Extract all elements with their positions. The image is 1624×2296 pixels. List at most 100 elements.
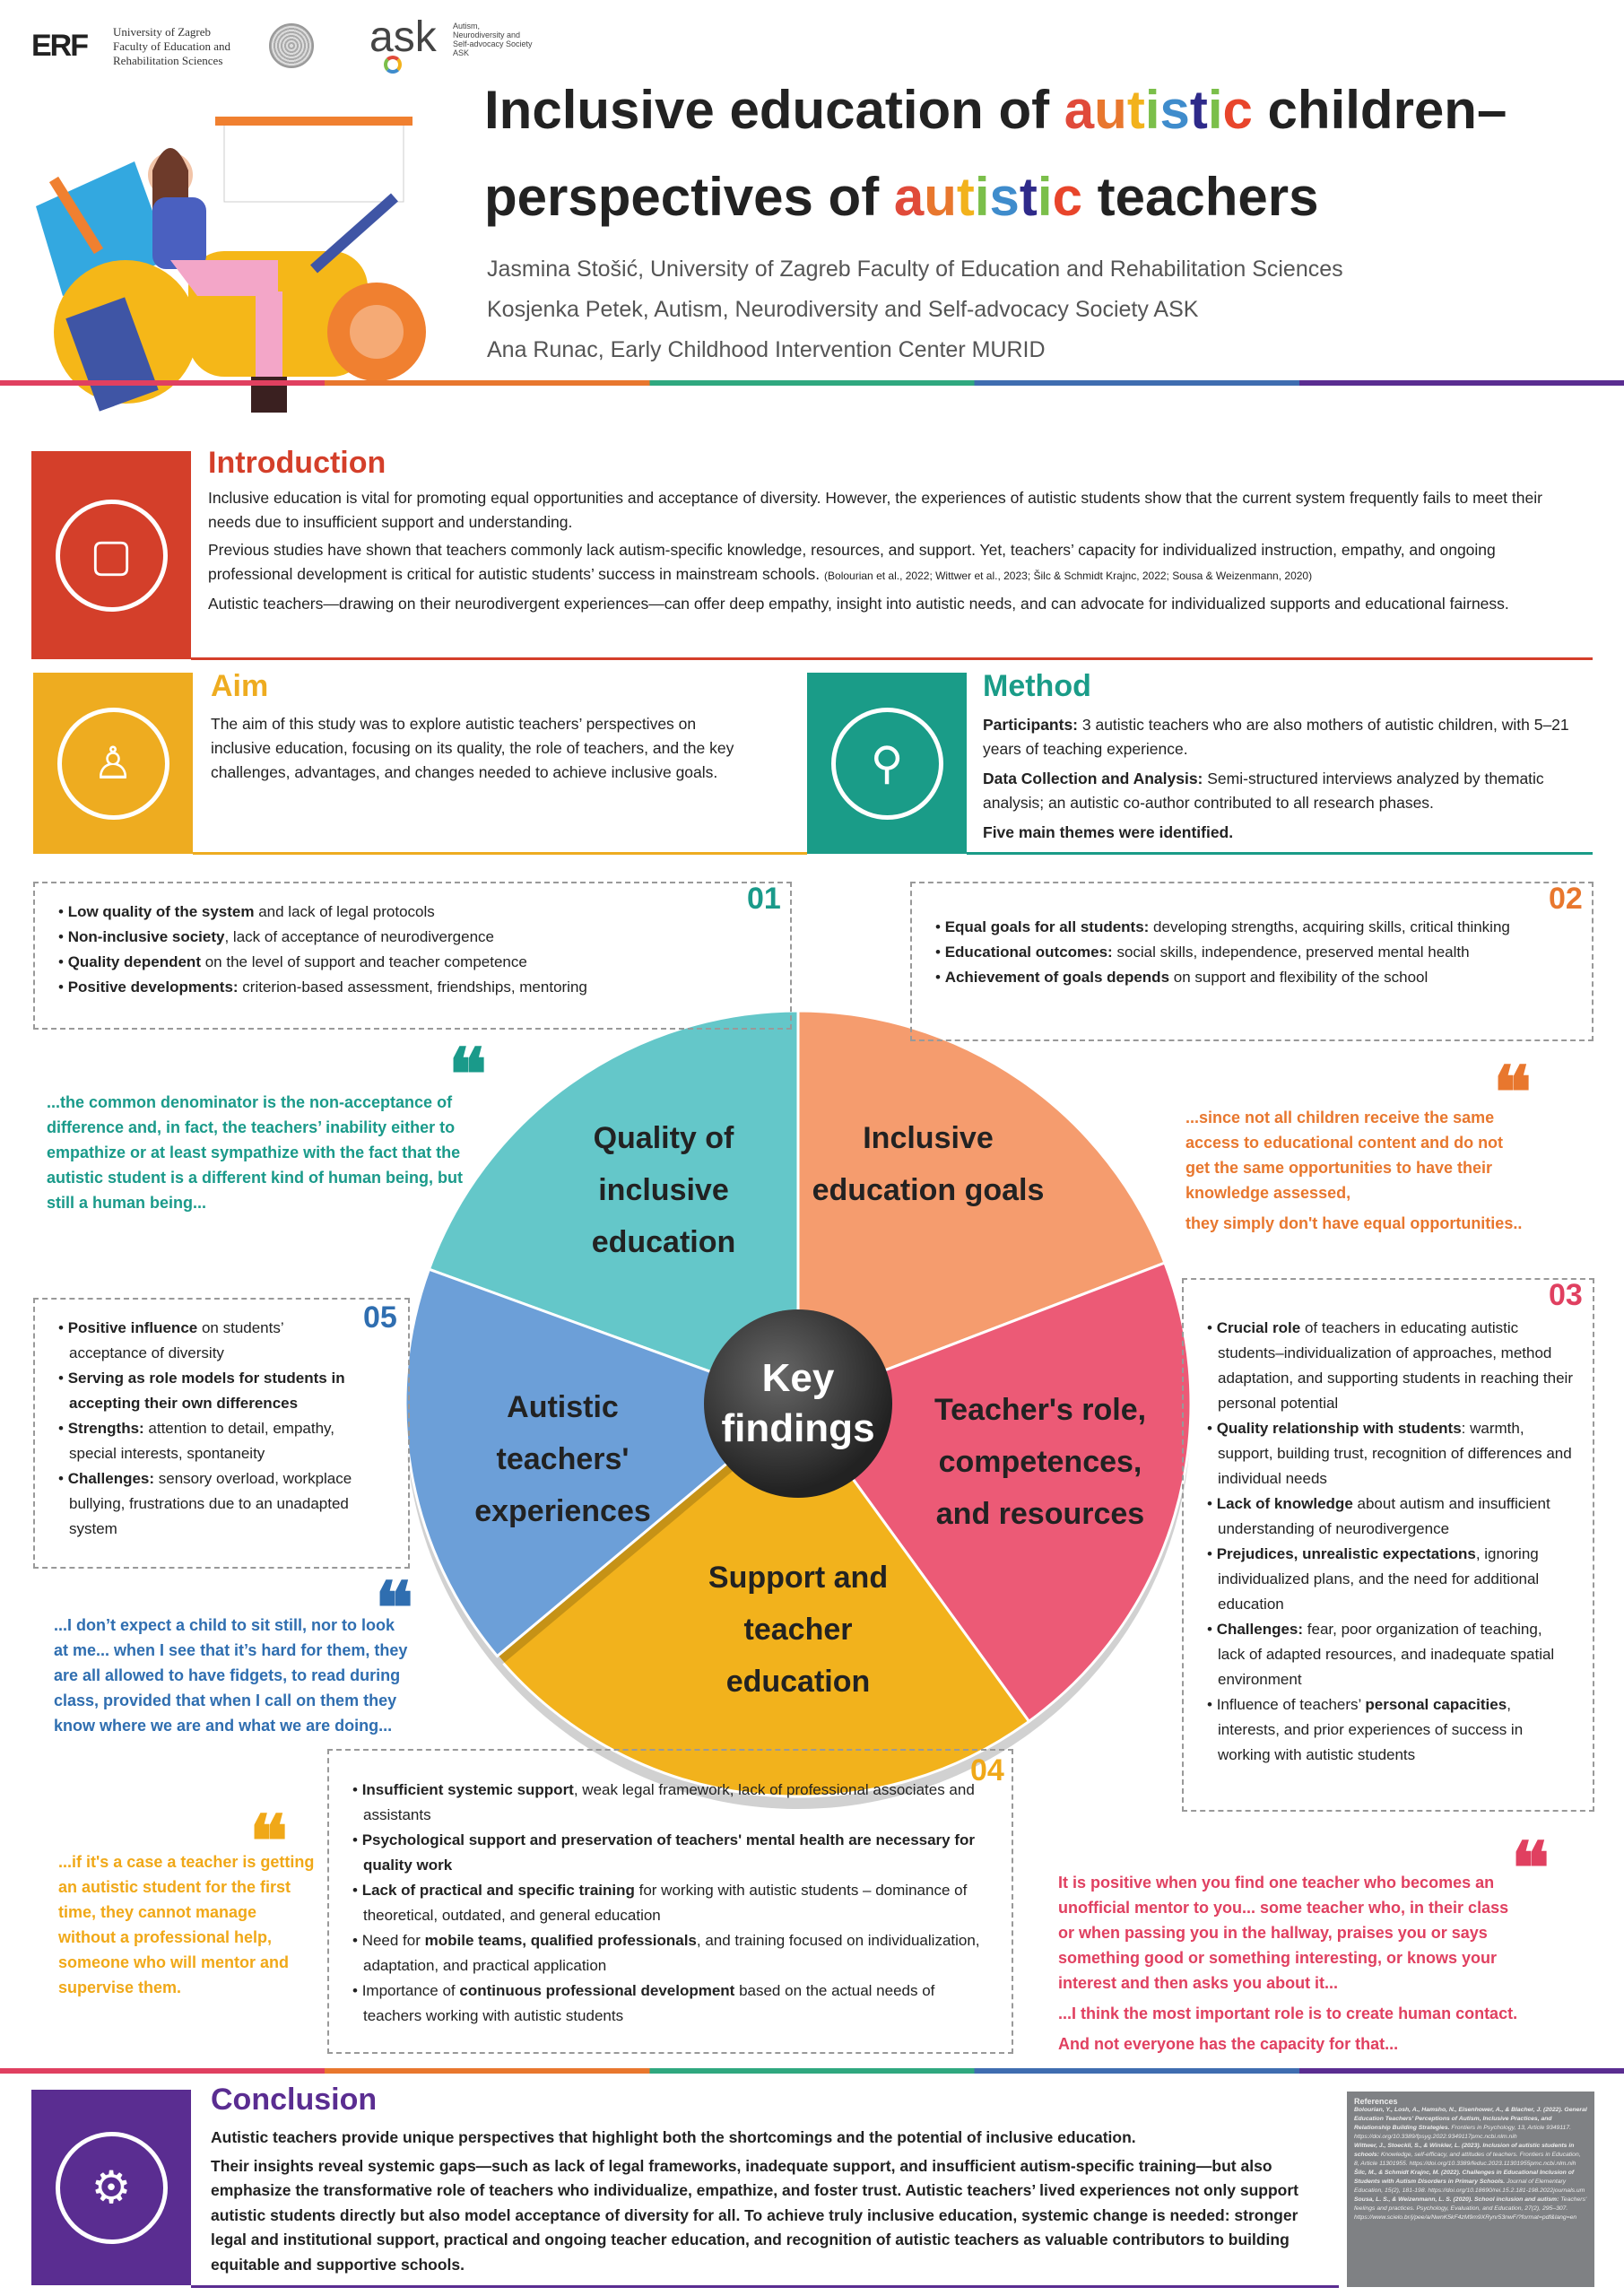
theme-item-text: Importance of — [361, 1982, 460, 1999]
slice-quality — [427, 1009, 800, 1406]
theme-item: Lack of practical and specific training … — [349, 1878, 992, 1928]
theme-item: Influence of teachers’ personal capaciti… — [1203, 1692, 1573, 1768]
slice-label-teachers-role: Teacher's role, competences, and resourc… — [934, 1393, 1147, 1531]
conclusion-text: Autistic teachers provide unique perspec… — [211, 2128, 1298, 2274]
authors: Jasmina Stošić, University of Zagreb Fac… — [487, 257, 1343, 362]
theme-item-text: criterion-based assessment, friendships,… — [238, 978, 587, 996]
theme-item: Strengths: attention to detail, empathy,… — [55, 1416, 354, 1466]
theme-box-02: Equal goals for all students: developing… — [910, 882, 1594, 1041]
theme-item-text: Strengths: — [67, 1420, 144, 1437]
quote-mark-icon: ❝ — [375, 1570, 414, 1649]
slice-label-support: Support and teacher education — [708, 1561, 889, 1699]
theme-item-text: Crucial role — [1216, 1319, 1301, 1336]
reference-item: Šilc, M., & Schmidt Krajnc, M. (2022). C… — [1354, 2169, 1587, 2196]
highlight-autistic: autistic — [1064, 80, 1253, 140]
theme-box-04: Insufficient systemic support, weak lega… — [327, 1749, 1013, 2054]
rainbow-letter: u — [924, 167, 957, 227]
rainbow-letter: i — [1144, 80, 1160, 140]
quote-mark-icon: ❝ — [448, 1037, 488, 1116]
rainbow-letter: c — [1222, 80, 1253, 140]
theme-item-text: on the level of support and teacher comp… — [200, 953, 527, 970]
quote-03: It is positive when you find one teacher… — [1058, 1874, 1518, 2053]
rainbow-letter: a — [1064, 80, 1095, 140]
slice-label-goals: Inclusive education goals — [812, 1121, 1045, 1207]
person-target-icon: ♙ — [56, 707, 169, 820]
aim-title: Aim — [211, 669, 269, 703]
introduction-icon-panel: ▢ — [31, 451, 191, 659]
theme-item-text: Low quality of the system — [67, 903, 255, 920]
theme-item: Lack of knowledge about autism and insuf… — [1203, 1492, 1573, 1542]
reference-title: Šilc, M., & Schmidt Krajnc, M. (2022). C… — [1354, 2170, 1575, 2185]
theme-item: Positive developments: criterion-based a… — [55, 975, 770, 1000]
theme-item-text: Lack of practical and specific training — [361, 1882, 635, 1899]
reference-details: Frontiers in Psychology, 13, Article 934… — [1354, 2125, 1572, 2140]
theme-item-text: based on the actual needs of teachers wo… — [363, 1982, 935, 2024]
reference-title: Bolourian, Y., Losh, A., Hamsho, N., Eis… — [1354, 2107, 1587, 2131]
reference-details: Journal of Elementary Education, 15(2), … — [1354, 2179, 1585, 2194]
theme-item-text: Positive developments: — [67, 978, 239, 996]
theme-item-text: Insufficient systemic support — [361, 1781, 574, 1798]
divider — [193, 852, 807, 855]
theme-item-text: Challenges: — [1216, 1621, 1304, 1638]
theme-item-text: for working with autistic students – dom… — [363, 1882, 968, 1924]
theme-item-text: Equal goals for all students: — [944, 918, 1150, 935]
slice-label-experiences: Autistic teachers' experiences — [474, 1390, 651, 1528]
teacher-illustration — [36, 117, 426, 413]
theme-item-text: and lack of legal protocols — [254, 903, 435, 920]
theme-item: Serving as role models for students in a… — [55, 1366, 354, 1416]
theme-item: Importance of continuous professional de… — [349, 1979, 992, 2029]
reference-item: Bolourian, Y., Losh, A., Hamsho, N., Eis… — [1354, 2106, 1587, 2142]
rainbow-letter: t — [956, 167, 975, 227]
theme-item-text: Positive influence — [67, 1319, 198, 1336]
theme-item-text: developing strengths, acquiring skills, … — [1149, 918, 1510, 935]
theme-item-text: on students’ acceptance of diversity — [69, 1319, 284, 1361]
theme-number-01: 01 — [747, 882, 781, 916]
reference-item: Sousa, L. S., & Weizenmann, L. S. (2020)… — [1354, 2196, 1587, 2222]
theme-item: Non-inclusive society, lack of acceptanc… — [55, 925, 770, 950]
theme-item-text: , ignoring individualized plans, and the… — [1218, 1545, 1540, 1613]
theme-item-text: fear, poor organization of teaching, lac… — [1218, 1621, 1555, 1688]
theme-item: Crucial role of teachers in educating au… — [1203, 1316, 1573, 1416]
rainbow-letter: u — [1094, 80, 1127, 140]
divider — [191, 2285, 1339, 2288]
quote-mark-icon: ❝ — [249, 1804, 289, 1883]
theme-item: Low quality of the system and lack of le… — [55, 900, 770, 925]
theme-item: Achievement of goals depends on support … — [932, 965, 1572, 990]
theme-item-text: , weak legal framework, lack of professi… — [363, 1781, 975, 1823]
theme-item: Positive influence on students’ acceptan… — [55, 1316, 354, 1366]
theme-item-text: , lack of acceptance of neurodivergence — [224, 928, 494, 945]
rainbow-letter: i — [974, 167, 990, 227]
reference-item: Wittwer, J., Stoeckli, S., & Winkler, L.… — [1354, 2142, 1587, 2169]
theme-item-text: Influence of teachers’ — [1216, 1696, 1366, 1713]
reference-title: Wittwer, J., Stoeckli, S., & Winkler, L.… — [1354, 2143, 1575, 2158]
theme-box-03: Crucial role of teachers in educating au… — [1182, 1278, 1594, 1812]
erf-logo: ERF — [31, 29, 89, 63]
method-title: Method — [983, 669, 1091, 703]
title-line-1: Inclusive education of autistic children… — [484, 80, 1507, 140]
theme-box-01: Low quality of the system and lack of le… — [33, 882, 792, 1030]
divider-stripe — [0, 380, 1624, 386]
rainbow-letter: a — [893, 167, 925, 227]
rainbow-letter: s — [1159, 80, 1190, 140]
theme-item-text: Non-inclusive society — [67, 928, 225, 945]
theme-box-05: Positive influence on students’ acceptan… — [33, 1298, 410, 1569]
conclusion-title: Conclusion — [211, 2083, 378, 2117]
theme-number-05: 05 — [363, 1300, 397, 1335]
theme-number-03: 03 — [1549, 1278, 1583, 1312]
reference-details: Teachers' feelings and practices. Psycho… — [1354, 2196, 1587, 2221]
introduction-title: Introduction — [208, 446, 386, 480]
quote-04: ...if it's a case a teacher is getting a… — [58, 1853, 315, 1996]
theme-item-text: continuous professional development — [459, 1982, 735, 1999]
rainbow-letter: i — [1037, 167, 1053, 227]
gear-process-icon: ⚙ — [55, 2131, 168, 2244]
theme-item-text: personal capacities — [1365, 1696, 1507, 1713]
theme-item-text: attention to detail, empathy, special in… — [69, 1420, 335, 1462]
theme-item: Challenges: sensory overload, workplace … — [55, 1466, 354, 1542]
theme-item-text: Educational outcomes: — [944, 944, 1113, 961]
quote-mark-icon: ❝ — [1493, 1055, 1533, 1134]
theme-item-text: Serving as role models for students in a… — [67, 1370, 345, 1412]
theme-item-text: Quality dependent — [67, 953, 201, 970]
method-icon-panel: ⚲ — [807, 673, 967, 854]
